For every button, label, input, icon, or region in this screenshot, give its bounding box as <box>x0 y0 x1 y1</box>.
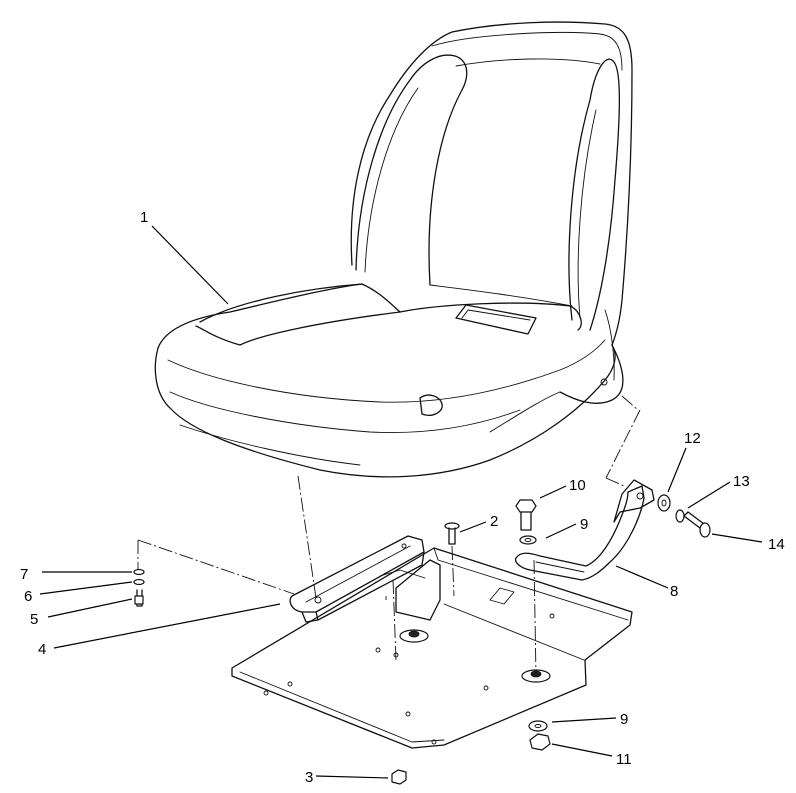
fasteners <box>133 494 711 785</box>
callout-4: 4 <box>38 641 46 658</box>
seat-strap <box>514 479 655 581</box>
callout-6: 6 <box>24 588 32 605</box>
callout-8: 8 <box>670 583 678 600</box>
callout-9-lower: 9 <box>620 711 628 728</box>
callout-2: 2 <box>490 513 498 530</box>
callout-labels: 1 2 3 4 5 6 7 8 9 9 10 11 12 13 14 <box>20 209 785 786</box>
slide-rail <box>289 535 426 623</box>
callout-5: 5 <box>30 611 38 628</box>
callout-14: 14 <box>768 536 785 553</box>
callout-7: 7 <box>20 566 28 583</box>
callout-11: 11 <box>616 751 632 768</box>
seat <box>154 21 633 478</box>
callout-12: 12 <box>684 430 701 447</box>
callout-1: 1 <box>140 209 148 226</box>
assembly-centerlines <box>137 395 641 677</box>
callout-9-upper: 9 <box>580 516 588 533</box>
callout-13: 13 <box>733 473 750 490</box>
callout-3: 3 <box>305 769 313 786</box>
leader-lines <box>39 225 763 779</box>
callout-10: 10 <box>569 477 586 494</box>
